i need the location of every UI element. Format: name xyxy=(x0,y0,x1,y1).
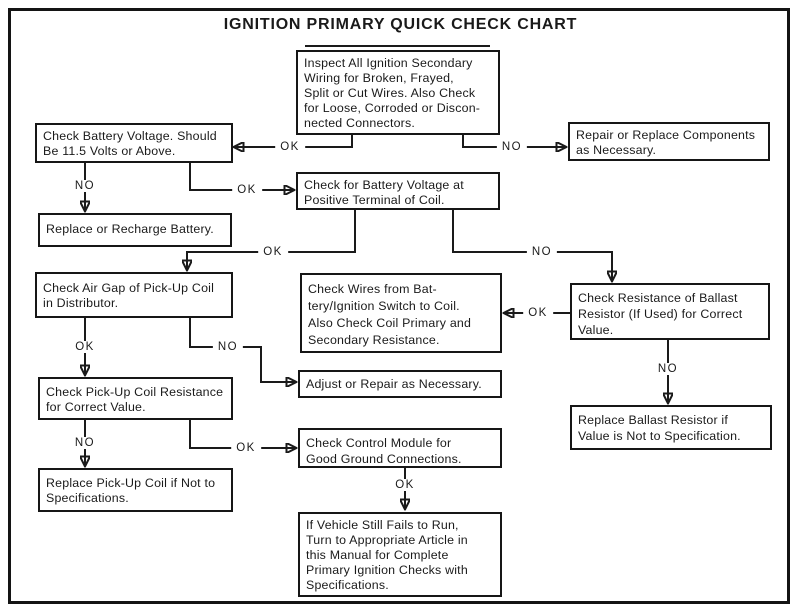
node-repair-components: Repair or Replace Components as Necessar… xyxy=(568,122,770,161)
edge-inspect-to-repair xyxy=(462,135,565,147)
edge-label-battery-coil-ok: OK xyxy=(232,184,262,196)
chart-border xyxy=(8,8,790,604)
edge-air-gap-to-adjust xyxy=(189,318,295,382)
edge-coil-voltage-to-ballast xyxy=(452,210,612,280)
edge-label-coil-ballast-no: NO xyxy=(526,246,558,258)
edge-label-ballast-wires-ok: OK xyxy=(523,307,553,319)
edge-inspect-to-battery xyxy=(235,135,353,147)
node-check-coil-voltage: Check for Battery Voltage at Positive Te… xyxy=(296,172,500,210)
edge-label-ballast-replace-no: NO xyxy=(652,363,684,375)
edge-label-inspect-battery-ok: OK xyxy=(275,141,305,153)
edge-label-coil-airgap-ok: OK xyxy=(258,246,288,258)
edge-label-pickup-replace-no: NO xyxy=(69,437,101,449)
edge-label-airgap-adjust-no: NO xyxy=(212,341,244,353)
node-check-control-module: Check Control Module for Good Ground Con… xyxy=(298,428,502,468)
node-final-note: If Vehicle Still Fails to Run, Turn to A… xyxy=(298,512,502,597)
edge-label-module-final-ok: OK xyxy=(390,479,420,491)
node-replace-pickup: Replace Pick-Up Coil if Not to Specifica… xyxy=(38,468,233,512)
node-check-wires: Check Wires from Bat- tery/Ignition Swit… xyxy=(300,273,502,353)
node-replace-ballast: Replace Ballast Resistor if Value is Not… xyxy=(570,405,772,450)
edge-label-inspect-repair-no: NO xyxy=(496,141,528,153)
node-check-ballast: Check Resistance of Ballast Resistor (If… xyxy=(570,283,770,340)
node-check-battery-voltage: Check Battery Voltage. Should Be 11.5 Vo… xyxy=(35,123,233,163)
edge-label-pickup-module-ok: OK xyxy=(231,442,261,454)
node-inspect-wiring: Inspect All Ignition Secondary Wiring fo… xyxy=(296,50,500,135)
node-check-air-gap: Check Air Gap of Pick-Up Coil in Distrib… xyxy=(35,272,233,318)
node-adjust-repair: Adjust or Repair as Necessary. xyxy=(298,370,502,398)
edge-label-battery-replace-no: NO xyxy=(69,180,101,192)
edge-label-airgap-pickup-ok: OK xyxy=(70,341,100,353)
node-replace-battery: Replace or Recharge Battery. xyxy=(38,213,232,247)
chart-title: IGNITION PRIMARY QUICK CHECK CHART xyxy=(223,16,578,33)
node-check-pickup-resistance: Check Pick-Up Coil Resistance for Correc… xyxy=(38,377,233,420)
